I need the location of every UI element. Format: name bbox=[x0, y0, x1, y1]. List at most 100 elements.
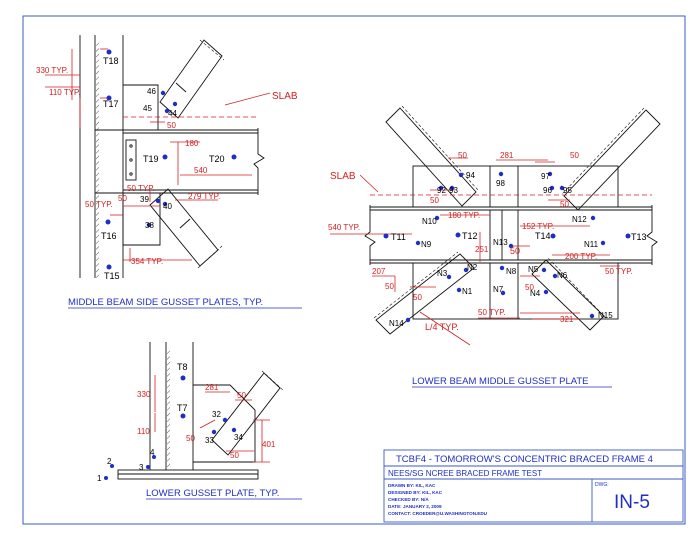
sensor-label: N1 bbox=[462, 287, 473, 296]
sensor-label: T17 bbox=[103, 99, 119, 109]
dimension-label: 50 TYP. bbox=[85, 200, 113, 209]
dimension-label: 50 TYP. bbox=[478, 308, 506, 317]
dimension-label: 330 TYP. bbox=[36, 66, 68, 75]
sensor-label: T8 bbox=[177, 362, 188, 372]
sensor-label: 34 bbox=[234, 433, 243, 442]
sensor-label: T11 bbox=[391, 232, 406, 242]
sensor-label: T15 bbox=[104, 271, 120, 281]
sensor-label: N7 bbox=[493, 285, 504, 294]
dimension-label: 540 TYP. bbox=[328, 223, 360, 232]
sensor-label: 93 bbox=[449, 186, 458, 195]
dimension-label: 110 TYP. bbox=[49, 88, 81, 97]
sensor-label: N9 bbox=[421, 240, 432, 249]
sensor-label: 39 bbox=[140, 195, 149, 204]
sensor-label: N14 bbox=[389, 319, 404, 328]
sensor-label: 98 bbox=[496, 179, 505, 188]
sensor-label: 4 bbox=[150, 448, 155, 457]
dimension-label: 50 bbox=[385, 282, 394, 291]
dimension-label: 401 bbox=[262, 440, 276, 449]
sensor-label: 96 bbox=[543, 186, 552, 195]
sensor-label: T7 bbox=[177, 403, 188, 413]
dimension-label: 50 bbox=[570, 151, 579, 160]
view-lower-gusset bbox=[117, 342, 259, 480]
sensor-label: T20 bbox=[209, 154, 225, 164]
dimension-label: 50 bbox=[510, 246, 520, 256]
dimension-label: 281 bbox=[500, 151, 514, 160]
dimension-label: 110 bbox=[137, 427, 150, 436]
dimension-label: 251 bbox=[475, 245, 489, 254]
drawn-by: DRAWN BY: KIL, KAC bbox=[388, 483, 436, 488]
sensor-label: 94 bbox=[466, 171, 475, 180]
sensor-label: N3 bbox=[437, 269, 448, 278]
dimension-label: 207 bbox=[372, 267, 386, 276]
dimension-label: 50 bbox=[118, 194, 127, 203]
title-block bbox=[383, 449, 684, 523]
sensor-label: 92 bbox=[437, 186, 446, 195]
sensor-label: 38 bbox=[145, 221, 154, 230]
project-title: TCBF4 - TOMORROW'S CONCENTRIC BRACED FRA… bbox=[396, 454, 653, 465]
dimension-label: 50 TYP. bbox=[127, 184, 155, 193]
sensor-label: N11 bbox=[584, 240, 599, 249]
dwg-label: DWG: bbox=[595, 482, 609, 488]
sensor-label: N5 bbox=[528, 265, 539, 274]
sensor-label: N10 bbox=[422, 217, 437, 226]
dimension-label: 152 TYP. bbox=[522, 222, 554, 231]
sensor-label: 97 bbox=[541, 172, 550, 181]
sensor-label: 45 bbox=[143, 104, 152, 113]
drawing-date: DATE: JANUARY 2, 2009 bbox=[388, 504, 442, 509]
sensor-label: T19 bbox=[143, 154, 159, 164]
dimension-label: 50 bbox=[167, 121, 176, 130]
sensor-label: T18 bbox=[103, 56, 119, 66]
checked-by: CHECKED BY: N/A bbox=[388, 497, 429, 502]
sensor-label: 33 bbox=[205, 436, 214, 445]
dimension-label: 330 bbox=[137, 390, 151, 399]
dimension-label: 50 bbox=[186, 434, 195, 443]
sensor-label: 46 bbox=[147, 87, 156, 96]
dimension-label: 180 bbox=[185, 139, 199, 148]
dwg-number: IN-5 bbox=[614, 492, 650, 513]
view-title-lower-beam: LOWER BEAM MIDDLE GUSSET PLATE bbox=[412, 376, 589, 387]
view-title-lower-gusset: LOWER GUSSET PLATE, TYP. bbox=[146, 488, 279, 499]
view-lower-beam bbox=[364, 165, 658, 320]
dimension-label: 50 TYP. bbox=[605, 267, 633, 276]
sensor-label: 32 bbox=[212, 410, 221, 419]
sensor-label: N8 bbox=[506, 267, 517, 276]
designed-by: DESIGNED BY: KIL, KAC bbox=[388, 490, 443, 495]
sensor-label: N4 bbox=[530, 289, 541, 298]
dimension-label: 50 bbox=[237, 391, 246, 400]
sensor-label: T16 bbox=[101, 231, 117, 241]
sensor-label: T12 bbox=[462, 231, 478, 241]
slab-label: SLAB bbox=[330, 171, 356, 182]
dimension-label: 321 bbox=[560, 315, 574, 324]
dimension-label: 540 bbox=[194, 166, 208, 175]
view-title-middle-beam: MIDDLE BEAM SIDE GUSSET PLATES, TYP. bbox=[68, 297, 263, 308]
contact: CONTACT: CROEDER@U.WASHINGTON.EDU bbox=[388, 511, 488, 516]
sensor-label: 95 bbox=[563, 186, 572, 195]
dimension-label: 50 bbox=[458, 151, 467, 160]
dimension-label: 180 TYP. bbox=[448, 211, 480, 220]
sensor-label: 40 bbox=[163, 202, 172, 211]
dimension-label: 200 TYP. bbox=[565, 252, 597, 261]
sensor-label: N6 bbox=[557, 271, 568, 280]
slab-label: SLAB bbox=[272, 91, 298, 102]
project-subtitle: NEES/SG NCREE BRACED FRAME TEST bbox=[388, 469, 542, 478]
dimension-label: L/4 TYP. bbox=[425, 322, 459, 332]
dimension-label: 50 bbox=[230, 451, 239, 460]
dimension-label: 50 bbox=[413, 293, 422, 302]
sensor-label: N13 bbox=[493, 238, 508, 247]
sensor-label: N12 bbox=[572, 215, 587, 224]
sensor-label: N2 bbox=[467, 263, 478, 272]
dimension-label: 50 bbox=[430, 196, 439, 205]
sensor-label: 2 bbox=[107, 457, 112, 466]
sensor-label: 1 bbox=[97, 474, 102, 483]
sheet-border bbox=[22, 15, 686, 525]
sensor-label: 3 bbox=[139, 463, 144, 472]
dimension-label: 281 bbox=[205, 383, 219, 392]
dimension-label: 354 TYP. bbox=[131, 257, 163, 266]
dimension-label: 279 TYP. bbox=[188, 192, 220, 201]
sensor-label: T14 bbox=[535, 231, 551, 241]
sensor-label: T13 bbox=[631, 232, 647, 242]
view-middle-beam bbox=[79, 35, 265, 278]
